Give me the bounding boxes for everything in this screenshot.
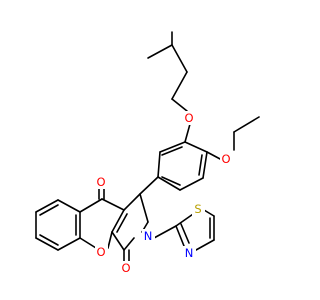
bond — [123, 237, 135, 251]
bond — [157, 176, 181, 191]
bond — [206, 151, 223, 161]
atom-label: O — [96, 175, 105, 189]
atom-label: S — [194, 202, 201, 216]
bond — [35, 199, 59, 213]
bond — [139, 193, 149, 223]
atom-nitrogen-pyrrole: N — [142, 229, 155, 243]
bond — [139, 176, 159, 195]
bond — [79, 198, 103, 213]
bond — [123, 193, 141, 211]
bond — [184, 141, 208, 153]
bond — [35, 237, 59, 251]
bond — [184, 123, 191, 143]
bond — [157, 151, 161, 178]
bond — [195, 239, 215, 251]
bond — [39, 204, 59, 216]
bond — [202, 151, 208, 179]
bond — [57, 199, 81, 213]
atom-label: O — [121, 261, 130, 275]
atom-label: N — [144, 229, 153, 243]
atom-oxygen-ethoxy: O — [220, 152, 233, 166]
molecule-structure-diagram: O O O O O N N S — [35, 31, 260, 275]
bond — [159, 141, 186, 153]
atom-label: N — [185, 246, 194, 260]
bond — [111, 231, 125, 251]
bond — [171, 44, 188, 73]
bond — [161, 146, 183, 156]
bond — [180, 223, 190, 244]
atom-oxygen-pyran: O — [95, 245, 108, 259]
atom-sulfur-thiazole: S — [192, 202, 205, 216]
atom-oxygen-carbonyl-lower: O — [120, 261, 133, 275]
atom-label: O — [221, 152, 230, 166]
bond-lines — [35, 31, 260, 263]
atom-nitrogen-thiazole: N — [183, 246, 196, 260]
atom-labels: O O O O O N N S — [95, 111, 233, 275]
bond — [198, 154, 203, 176]
bond — [116, 213, 128, 233]
bond — [171, 98, 188, 112]
bond — [179, 177, 204, 191]
bond — [171, 71, 188, 100]
bond — [107, 231, 113, 249]
bond — [111, 209, 125, 233]
bond — [161, 176, 181, 186]
bond — [147, 44, 173, 59]
atom-oxygen-carbonyl-upper: O — [95, 175, 108, 189]
bond — [233, 116, 260, 133]
bond — [175, 225, 185, 247]
atom-label: O — [184, 111, 193, 125]
atom-label: O — [96, 245, 105, 259]
bond — [101, 198, 125, 211]
bond — [79, 237, 97, 249]
atom-oxygen-ether-top: O — [182, 111, 195, 125]
bond — [57, 237, 81, 251]
bond — [39, 234, 59, 246]
bond — [153, 225, 177, 239]
bond — [203, 209, 215, 217]
